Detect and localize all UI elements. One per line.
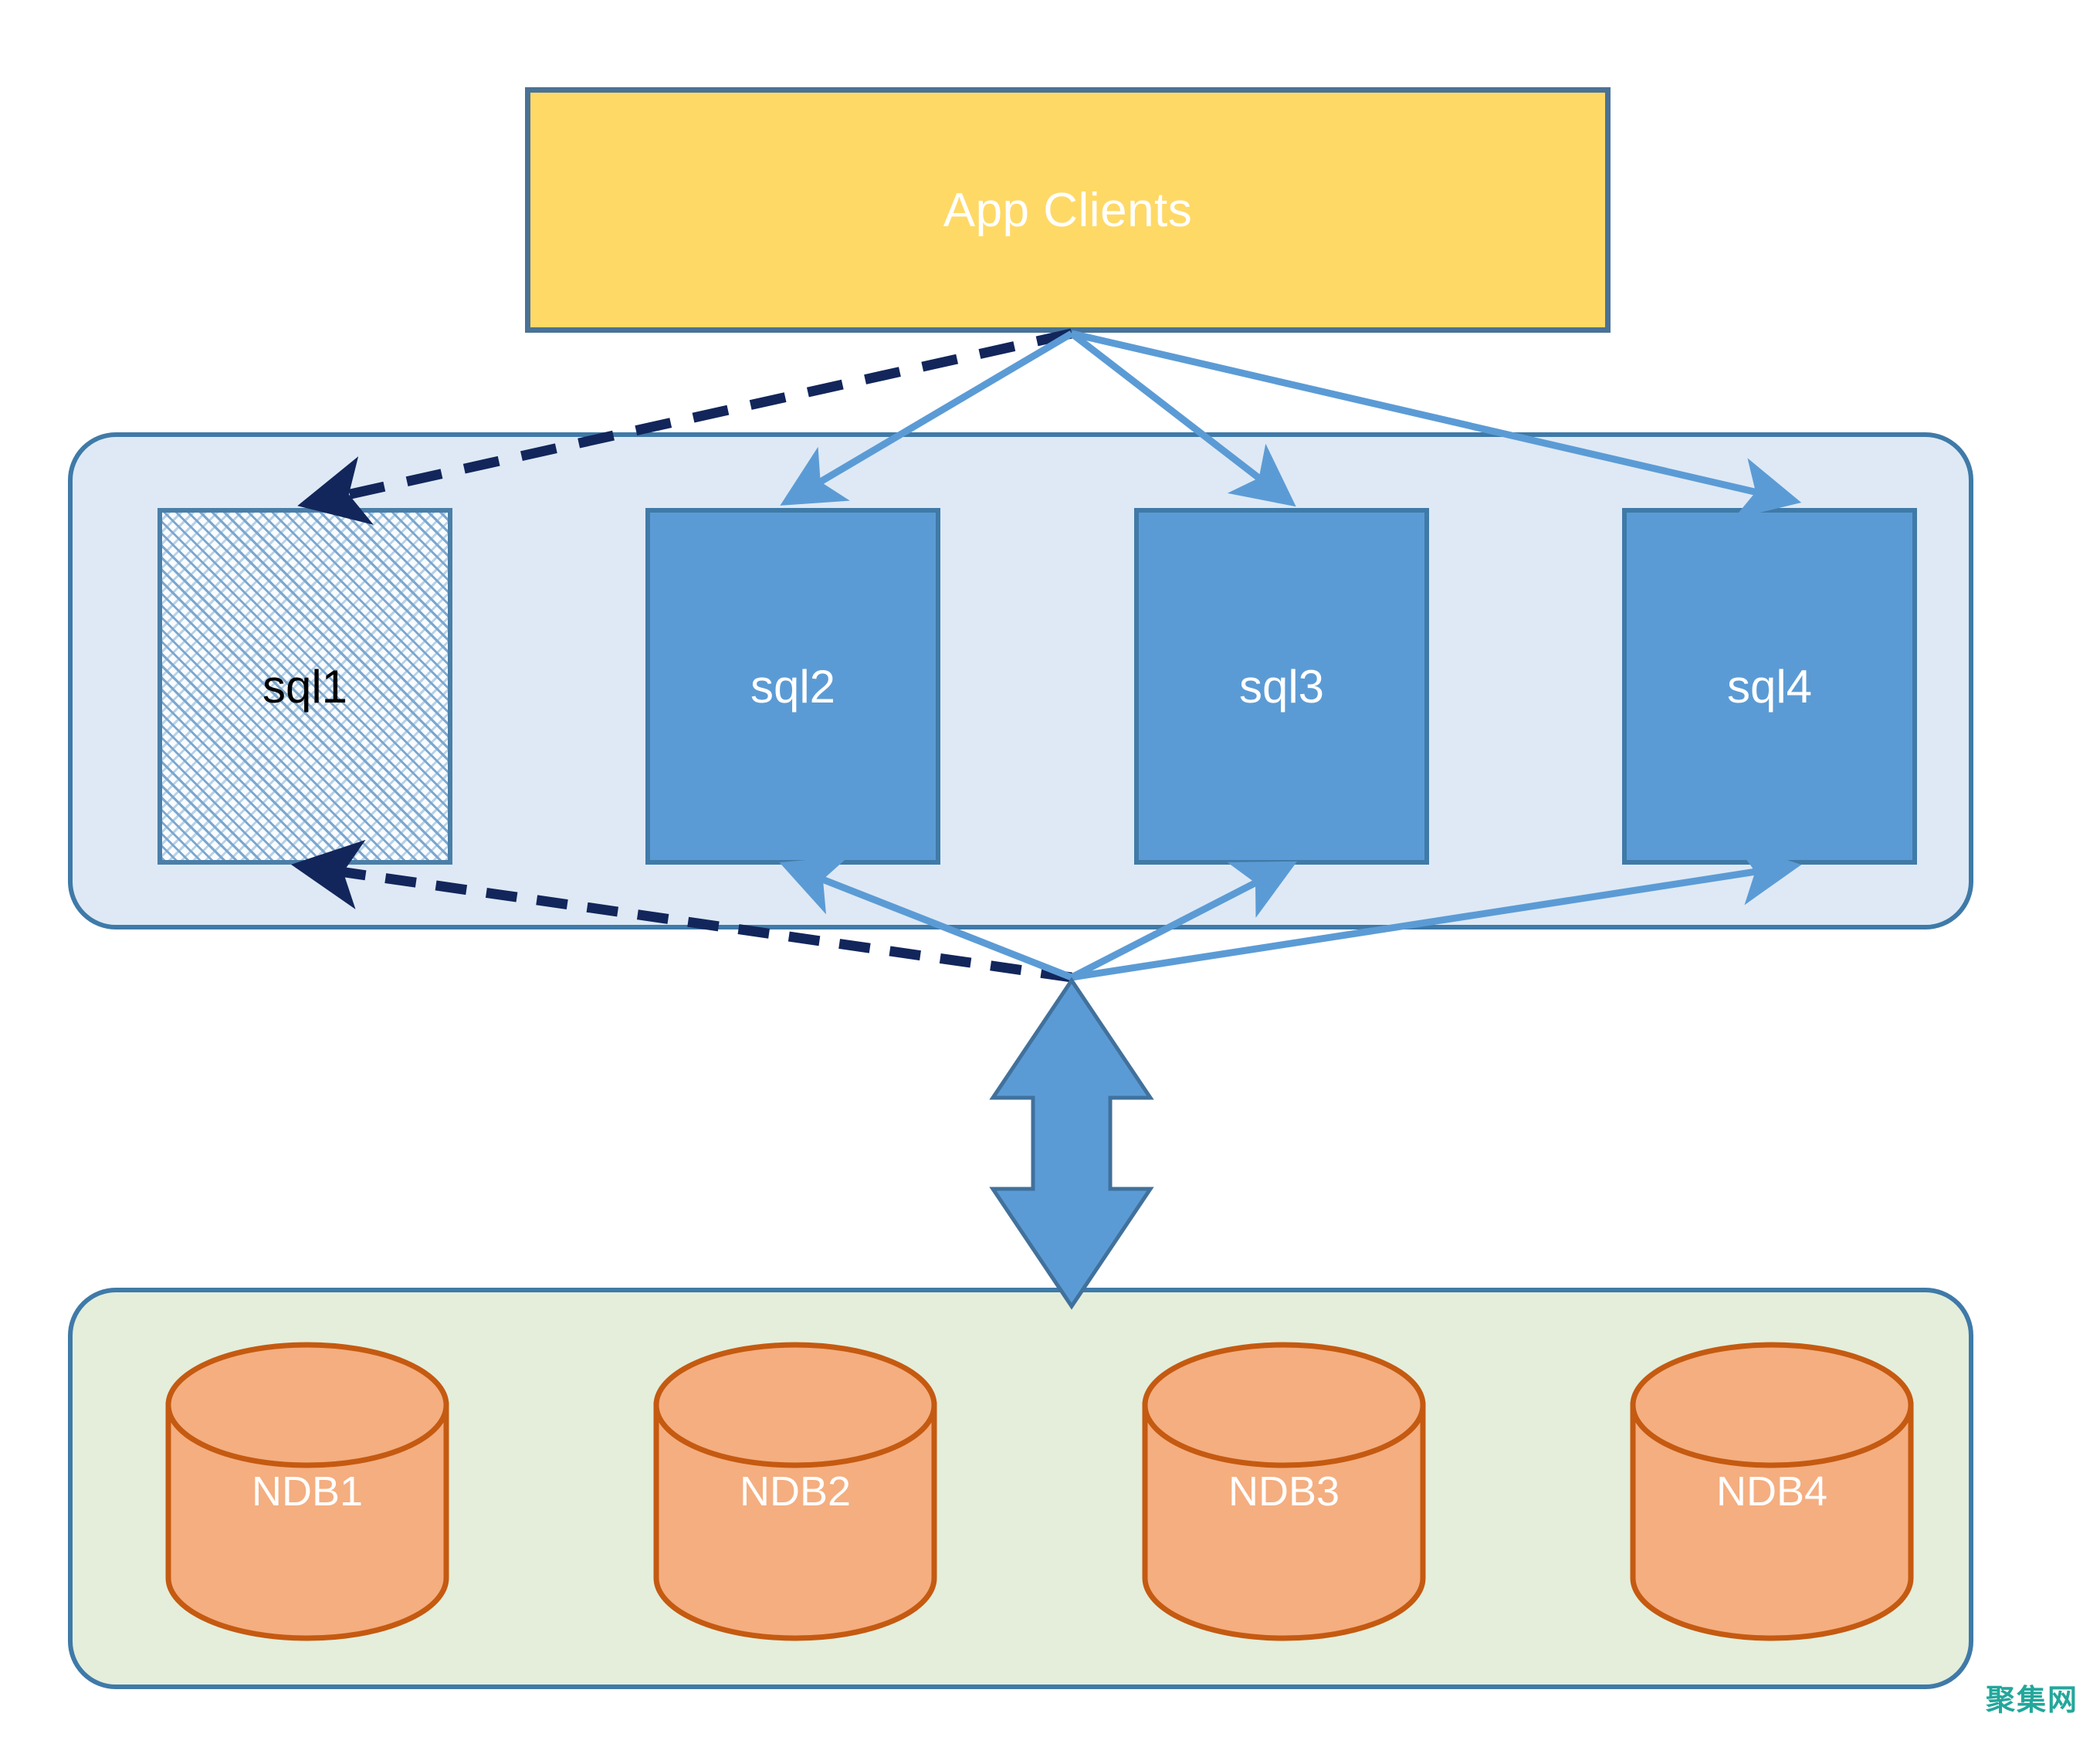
ndb-node-ndb1[interactable]: NDB1 xyxy=(164,1340,451,1643)
database-cylinder-icon xyxy=(1142,1342,1426,1641)
sql-node-label: sql3 xyxy=(1238,660,1325,713)
ndb-node-ndb3[interactable]: NDB3 xyxy=(1140,1340,1428,1643)
database-cylinder-icon xyxy=(1630,1342,1914,1641)
sql-node-sql2[interactable]: sql2 xyxy=(645,508,940,865)
ndb-layer-container: NDB1 NDB2 NDB3 NDB4 xyxy=(68,1288,1973,1689)
sql-node-label: sql1 xyxy=(262,660,348,713)
ndb-node-ndb2[interactable]: NDB2 xyxy=(652,1340,939,1643)
sql-node-label: sql2 xyxy=(750,660,836,713)
sql-node-label: sql4 xyxy=(1726,660,1813,713)
sql-node-sql3[interactable]: sql3 xyxy=(1134,508,1429,865)
sql-node-sql1[interactable]: sql1 xyxy=(158,508,452,865)
app-clients-label: App Clients xyxy=(943,183,1193,237)
ndb-node-ndb4[interactable]: NDB4 xyxy=(1628,1340,1915,1643)
bidirectional-sync-arrow xyxy=(989,977,1154,1310)
sql-node-sql4[interactable]: sql4 xyxy=(1622,508,1917,865)
app-clients-box[interactable]: App Clients xyxy=(525,87,1611,333)
sql-layer-container: sql1 sql2 sql3 sql4 xyxy=(68,432,1973,929)
database-cylinder-icon xyxy=(165,1342,449,1641)
database-cylinder-icon xyxy=(653,1342,937,1641)
watermark-text: 聚集网 xyxy=(1985,1685,2078,1717)
